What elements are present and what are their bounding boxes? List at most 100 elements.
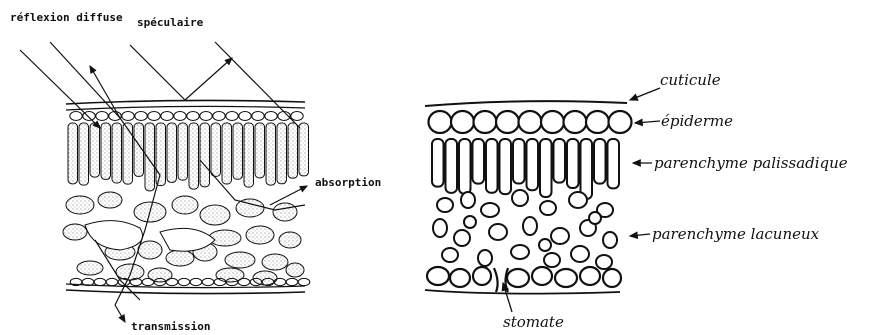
palisade-cell [540,139,552,197]
palisade-cell [594,139,606,184]
palisade-cell [123,123,133,184]
epidermis-cell [174,112,186,121]
palisade-cell [244,123,254,187]
spongy-cell [116,264,144,280]
palisade-cell [112,123,122,183]
spongy-cell [433,219,447,237]
palisade-cell [299,123,309,176]
spongy-cell [138,241,162,259]
lower-epidermis-cell [555,269,577,287]
spongy-cell [200,205,230,225]
incident-ray-3 [215,42,300,128]
spongy-cell [98,192,122,208]
spongy-cell [273,203,297,221]
spongy-cell [589,212,601,224]
epidermis-cells [429,111,632,133]
epidermis-cell [586,111,609,133]
spongy-cell [66,196,94,214]
lower-epidermis-cell [274,278,286,285]
epidermis-cell [213,112,225,121]
lower-epidermis-cell [142,278,154,285]
palisade-cell [486,139,498,193]
lower-epidermis-cell [238,278,250,285]
palisade-cell [473,139,485,184]
label-speculaire: spéculaire [137,16,204,29]
label-parenchyme-lacuneux: parenchyme lacuneux [652,225,820,243]
palisade-cells [68,123,309,191]
spongy-cell [523,217,537,235]
palisade-cell [101,123,111,179]
transmission-arrow [115,305,125,322]
palisade-cell [288,123,298,178]
spongy-cell [464,216,476,228]
spongy-cell [262,254,288,270]
palisade-cell [156,123,166,186]
epidermis-cell [122,112,134,121]
arrow-stomate [503,283,512,312]
palisade-cell [255,123,265,178]
palisade-cell [200,123,210,187]
lower-epidermis-cell [286,278,298,285]
epidermis-cell [239,112,251,121]
upper-epidermis-cells [70,112,303,121]
upper-epidermis-line [66,106,305,110]
spongy-cell [63,224,87,240]
epidermis-cell [541,111,564,133]
spongy-cell [539,239,551,251]
lower-cuticle-right [425,290,620,294]
spongy-cell [437,198,453,212]
cuticle-line [425,101,627,106]
spongy-cell [551,228,569,244]
incident-ray-2 [50,42,120,118]
lower-cuticle-line [66,290,305,294]
palisade-cells-right [432,139,619,199]
spongy-cell [246,226,274,244]
spongy-cell [481,203,499,217]
epidermis-cell [135,112,147,121]
lower-epidermis-cell [106,278,118,285]
palisade-cell [266,123,276,185]
lower-epidermis-cell [473,267,491,285]
label-epiderme: épiderme [661,112,733,130]
lower-epidermis-cell [178,278,190,285]
spongy-cell [571,246,589,262]
label-stomate: stomate [503,313,564,331]
lower-epidermis-cell [190,278,202,285]
palisade-cell [90,123,100,177]
spongy-cell [216,268,244,282]
epidermis-cell [564,111,587,133]
incident-ray-1 [20,50,100,128]
epidermis-cell [187,112,199,121]
spongy-cell [279,232,301,248]
leaf-anatomy-figure: cuticule épiderme parenchyme palissadiqu… [425,71,848,331]
spongy-cell [544,253,560,267]
lower-epidermis-cell [580,267,600,285]
palisade-cell [68,123,78,184]
spongy-cell [286,263,304,277]
spongy-cell [172,196,198,214]
spongy-cell [454,230,470,246]
lower-epidermis-cell [603,269,621,287]
palisade-cell [527,139,539,190]
epidermis-cell [226,112,238,121]
epidermis-cell [519,111,542,133]
epidermis-cell [70,112,82,121]
palisade-cell [178,123,188,180]
spongy-cell [596,255,612,269]
label-absorption: absorption [315,176,381,189]
lower-epidermis-cell [166,278,178,285]
epidermis-cell [148,112,160,121]
spongy-cell [489,224,507,240]
spongy-cell [225,252,255,268]
palisade-cell [432,139,444,187]
palisade-cell [567,139,579,188]
spongy-cell [540,201,556,215]
leaf-light-interaction-figure: réflexion diffuse spéculaire absorption … [10,11,381,333]
lower-epidermis-cell [450,269,470,287]
lower-epidermis-cell [507,269,529,287]
palisade-cell [446,139,458,193]
spongy-cells-right [433,190,617,269]
lower-epidermis-right [427,267,621,292]
